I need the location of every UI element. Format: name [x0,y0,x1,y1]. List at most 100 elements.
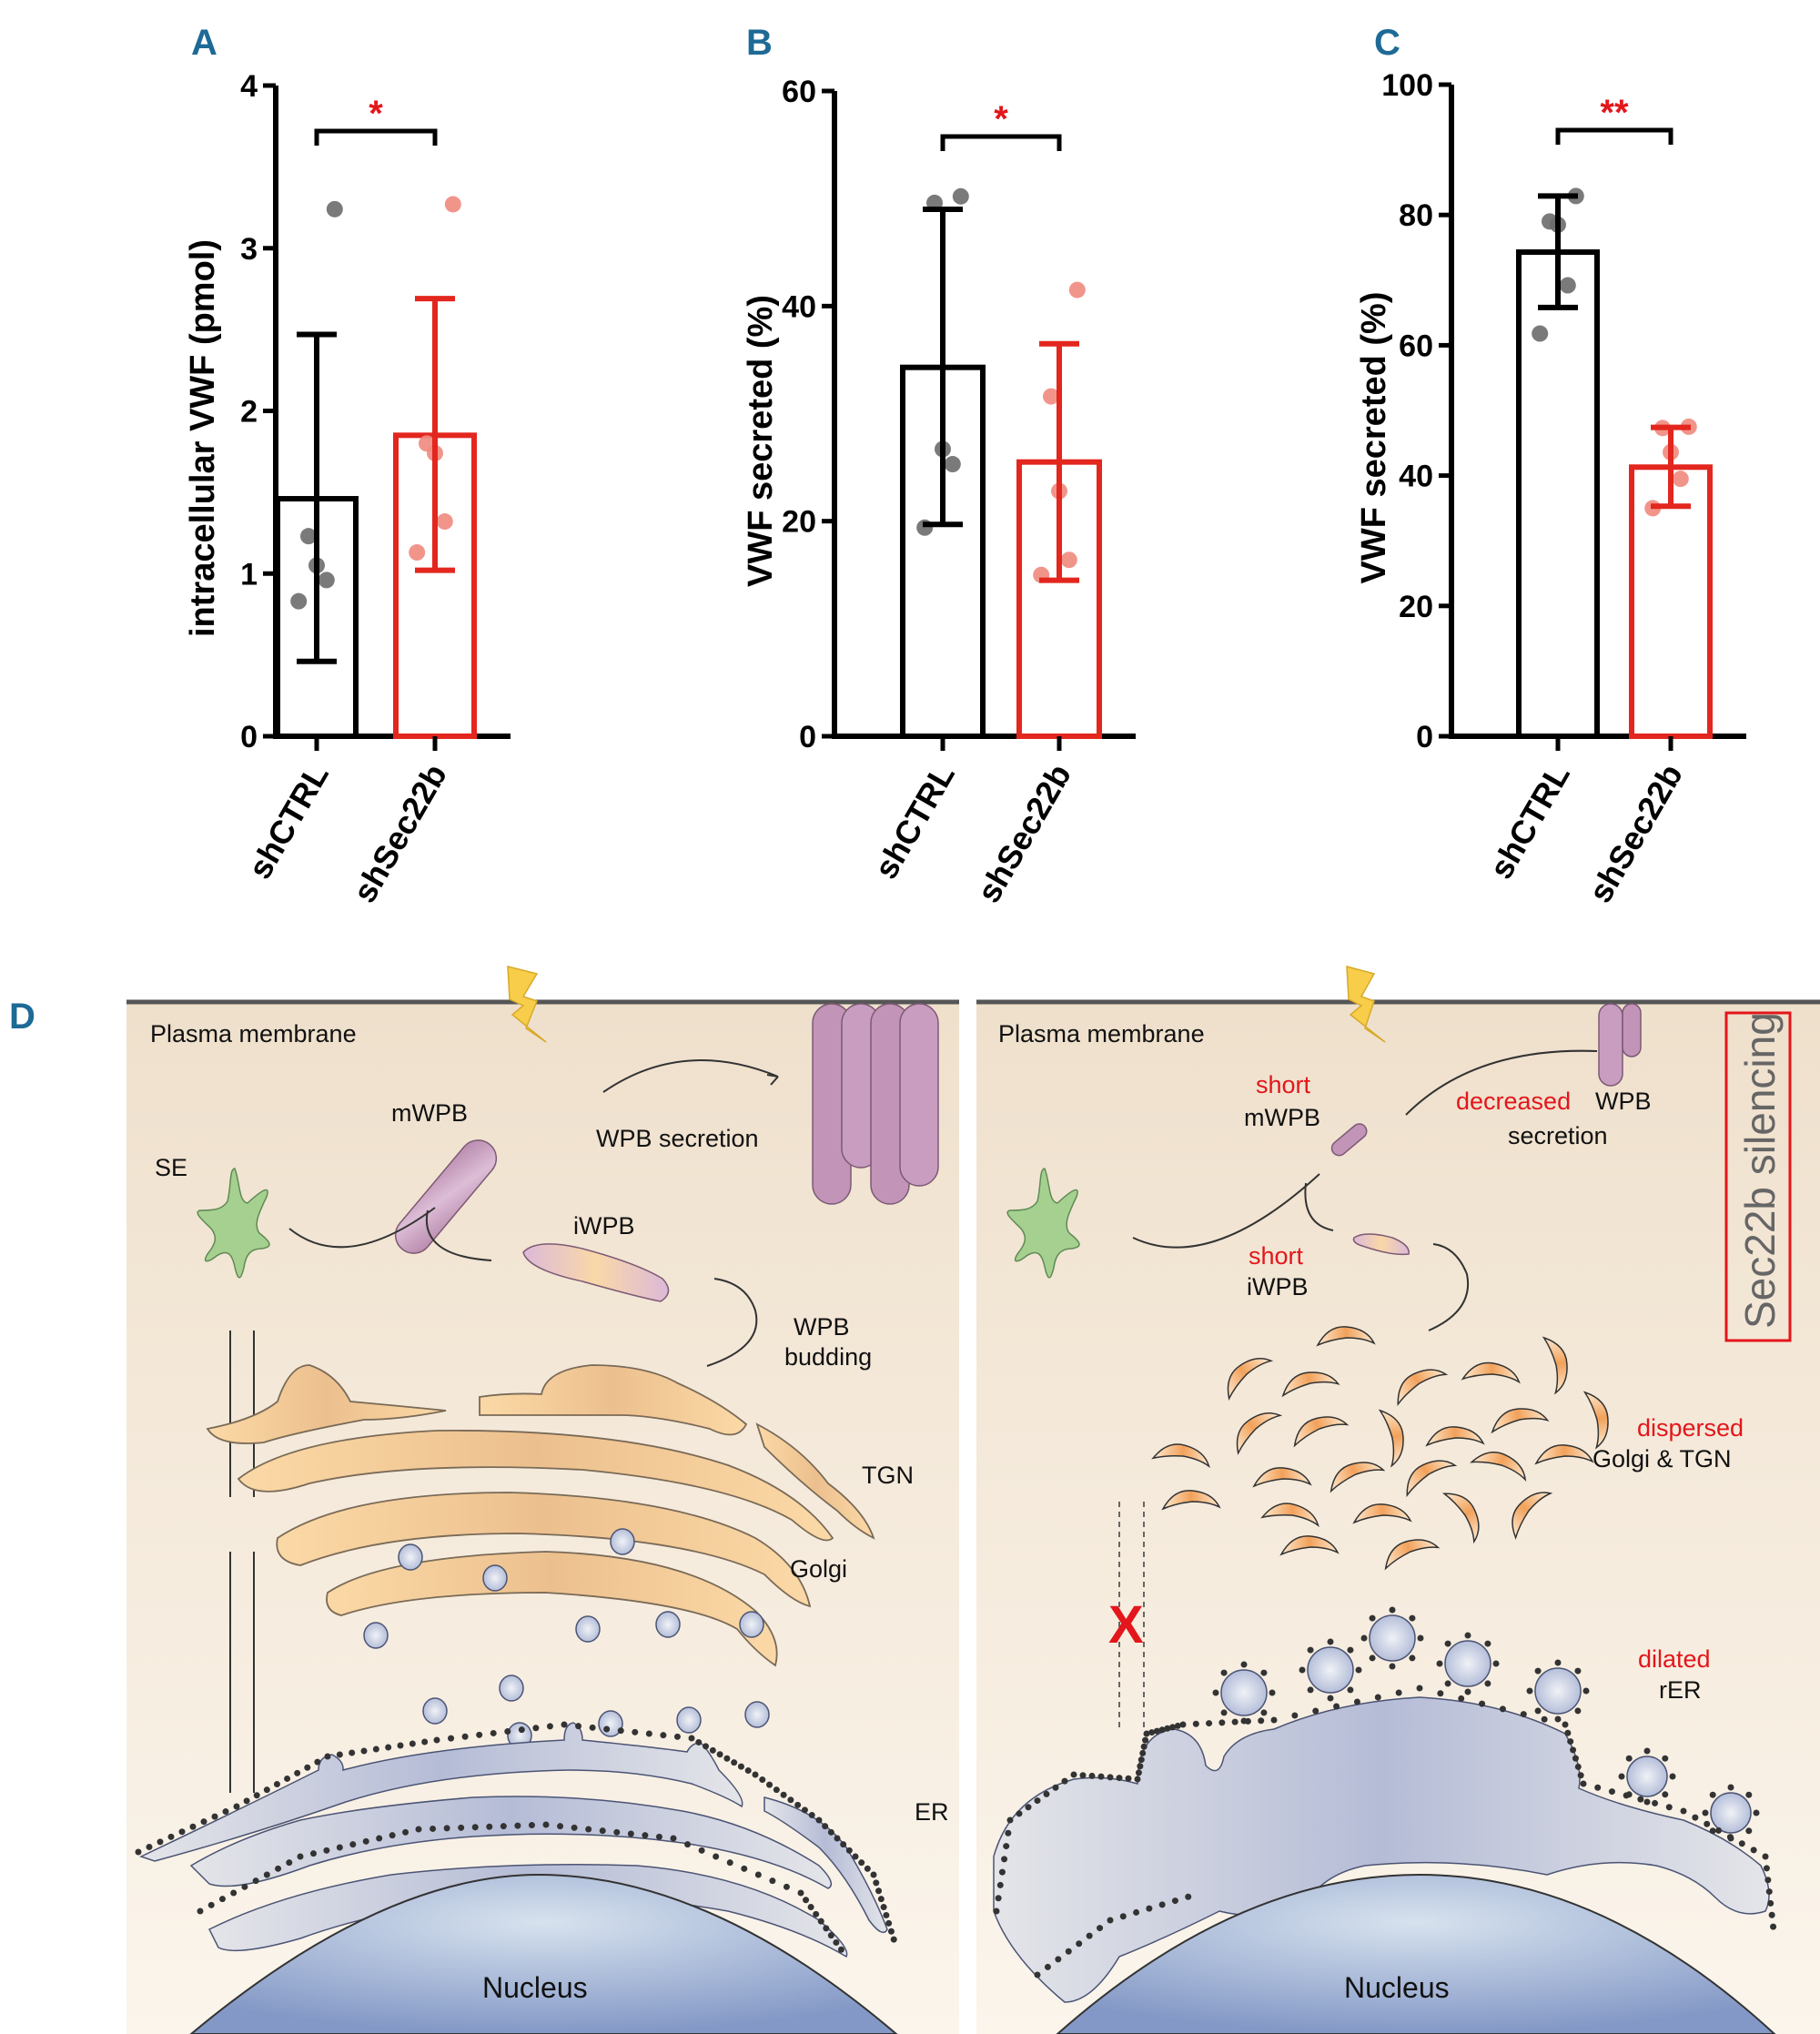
ribosome [1618,1773,1625,1780]
significance-bracket [940,134,1062,151]
significance-bracket [314,128,438,146]
ribosome [1119,1913,1127,1920]
ribosome [877,1896,885,1903]
category-label: shSec22b [1581,758,1690,909]
ribosome [1662,1791,1669,1798]
ribosome [1355,1666,1362,1674]
ribosome [617,1727,624,1735]
label-nucleus-right: Nucleus [1344,1971,1450,2004]
data-point [1532,325,1549,342]
label-iwpb-right: iWPB [1247,1273,1309,1300]
golgi-fragment [1406,1460,1458,1498]
ribosome [673,1733,681,1740]
ribosome [1417,1634,1424,1642]
y-tick-label: 60 [782,75,816,109]
blocked-trafficking-arrows [1118,1502,1145,1729]
ribosome [815,1816,823,1824]
label-iwpb: iWPB [573,1212,635,1240]
ribosome [1174,1722,1181,1729]
ribosome [546,1723,553,1730]
ribosome [389,1832,396,1839]
ribosome [833,1938,840,1946]
ribosome [1643,1747,1651,1755]
significance-stars: * [369,94,383,134]
ribosome [514,1822,521,1829]
ribosome [1765,1888,1773,1896]
y-tick-label: 40 [782,289,816,324]
golgi-fragment [1397,1369,1449,1407]
ribosome [807,1904,814,1911]
ribosome [873,1879,880,1887]
ribosome [642,1832,649,1839]
blocked-x-mark: X [1108,1595,1144,1655]
ribosome [716,1751,723,1758]
ribosome [1153,1727,1160,1735]
label-rer: rER [1659,1676,1702,1704]
ribosome [655,1833,662,1840]
golgi-fragment [1161,1490,1221,1511]
ribosome [1260,1709,1268,1716]
nucleus-right [1056,1873,1776,2034]
ribosome [197,1908,204,1915]
ribosome [233,1803,240,1810]
ribosome [349,1841,357,1848]
category-label: shSec22b [969,758,1078,909]
ribosome [1169,1724,1177,1731]
label-dispersed-modifier: dispersed [1637,1414,1744,1442]
label-se: SE [155,1154,187,1181]
ribosome [504,1728,511,1735]
ribosome [1146,1905,1153,1912]
ribosome [1625,1791,1633,1798]
ribosome [1043,1790,1050,1797]
y-tick-label: 2 [240,395,258,430]
ribosome [1016,1810,1023,1817]
ribosome [1727,1835,1734,1842]
ribosome [1240,1661,1248,1668]
ribosome [1097,1773,1105,1780]
data-point [290,592,308,610]
ribosome [1347,1686,1354,1694]
ribosome [1164,1725,1171,1732]
ribosome [518,1726,525,1734]
ribosome [1704,1820,1711,1827]
label-wpb-right: WPB [1595,1088,1652,1115]
ribosome [1702,1809,1709,1816]
ribosome [660,1732,667,1739]
ribosome [1212,1689,1219,1696]
ribosome [275,1865,282,1872]
ribosome [870,1871,877,1878]
ribosome [1715,1827,1723,1834]
ribosome [500,1823,507,1830]
label-short-mwpb-modifier: short [1256,1071,1311,1098]
ribosome [1416,1685,1423,1692]
ribosome [864,1865,871,1872]
ribosome [397,1742,404,1749]
ribosome [1133,1908,1140,1916]
ribosome [200,1818,207,1826]
ribosome [1464,1688,1471,1695]
label-dilated-modifier: dilated [1638,1645,1711,1673]
ribosome [737,1763,744,1770]
sorting-endosome [197,1168,270,1279]
bar-shCTRL [1516,249,1600,739]
data-point [326,200,343,218]
ribosome [726,1859,733,1867]
ribosome [1570,1746,1577,1754]
ribosome [1484,1680,1491,1687]
category-label: shCTRL [240,758,336,885]
label-er: ER [915,1798,949,1826]
ribosome [599,1827,606,1835]
ribosome [684,1841,692,1848]
data-point [300,528,317,545]
ribosome [766,1781,774,1788]
ribosome [486,1823,493,1830]
y-tick-label: 1 [240,557,258,592]
label-mwpb-right: mWPB [1244,1104,1320,1131]
ribosome [1052,1784,1059,1791]
label-golgi: Golgi [790,1555,847,1583]
ribosome [1594,1784,1602,1791]
ribosome [1764,1877,1772,1884]
ribosome [362,1837,369,1845]
ribosome [263,1871,270,1878]
